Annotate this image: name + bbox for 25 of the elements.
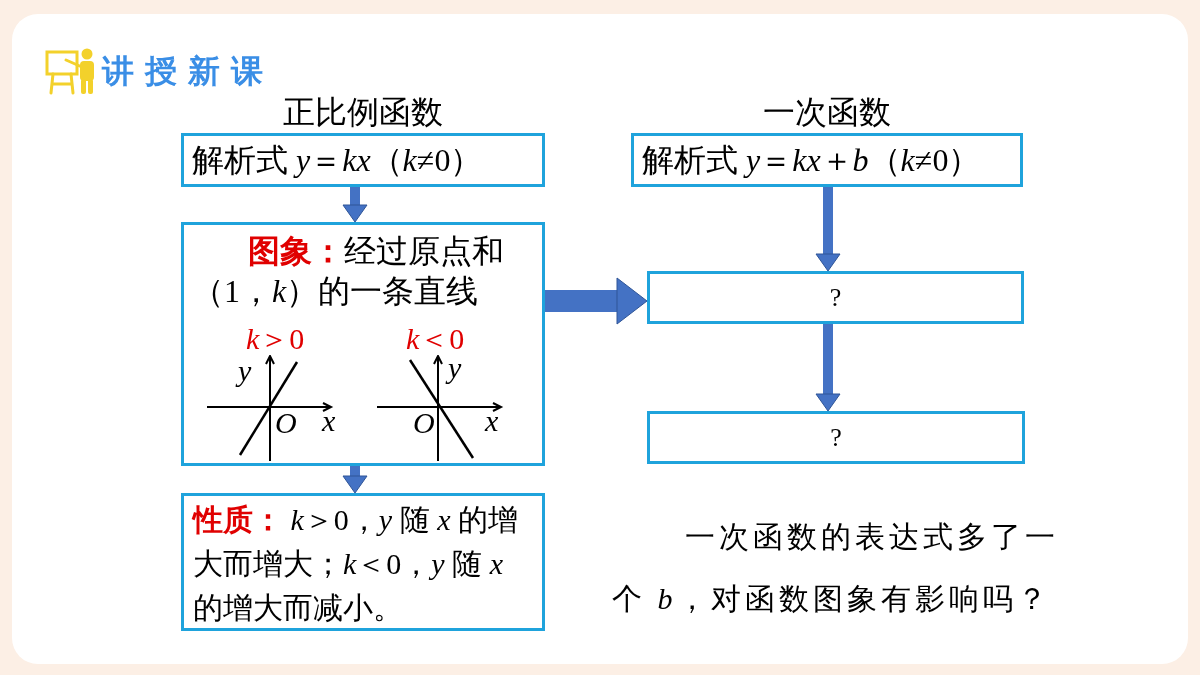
- property-box: [181, 493, 545, 631]
- condition-label: k＞0: [246, 322, 305, 356]
- placeholder-text: ?: [829, 282, 842, 313]
- origin-label: O: [275, 408, 297, 438]
- condition-label: k＜0: [406, 322, 465, 356]
- property-text: 性质： k＞0，y 随 x 的增大而增大；k＜0，y 随 x 的增大而减小。: [193, 502, 518, 626]
- formula-text: 解析式 y＝kx（k≠0）: [192, 141, 483, 180]
- axis-label: x: [485, 406, 499, 436]
- question-text: 一次函数的表达式多了一个 b，对函数图象有影响吗？: [612, 519, 1060, 617]
- process-box: [647, 411, 1025, 464]
- block-arrow: [342, 466, 368, 494]
- axis-label: x: [322, 406, 336, 436]
- section-title: 讲授新课: [102, 52, 274, 91]
- placeholder-text: ?: [830, 422, 842, 453]
- thick-block-arrow: [545, 277, 648, 325]
- block-arrow: [815, 324, 841, 412]
- block-arrow: [342, 187, 368, 223]
- block-arrow: [815, 187, 841, 272]
- process-box: [647, 271, 1024, 324]
- description-text: 图象：经过原点和（1，k）的一条直线: [192, 232, 505, 311]
- column-heading: 一次函数: [763, 93, 891, 132]
- origin-label: O: [413, 408, 435, 438]
- graph-panel: [181, 222, 545, 466]
- formula-text: 解析式 y＝kx＋b（k≠0）: [642, 141, 981, 180]
- column-heading: 正比例函数: [283, 93, 443, 132]
